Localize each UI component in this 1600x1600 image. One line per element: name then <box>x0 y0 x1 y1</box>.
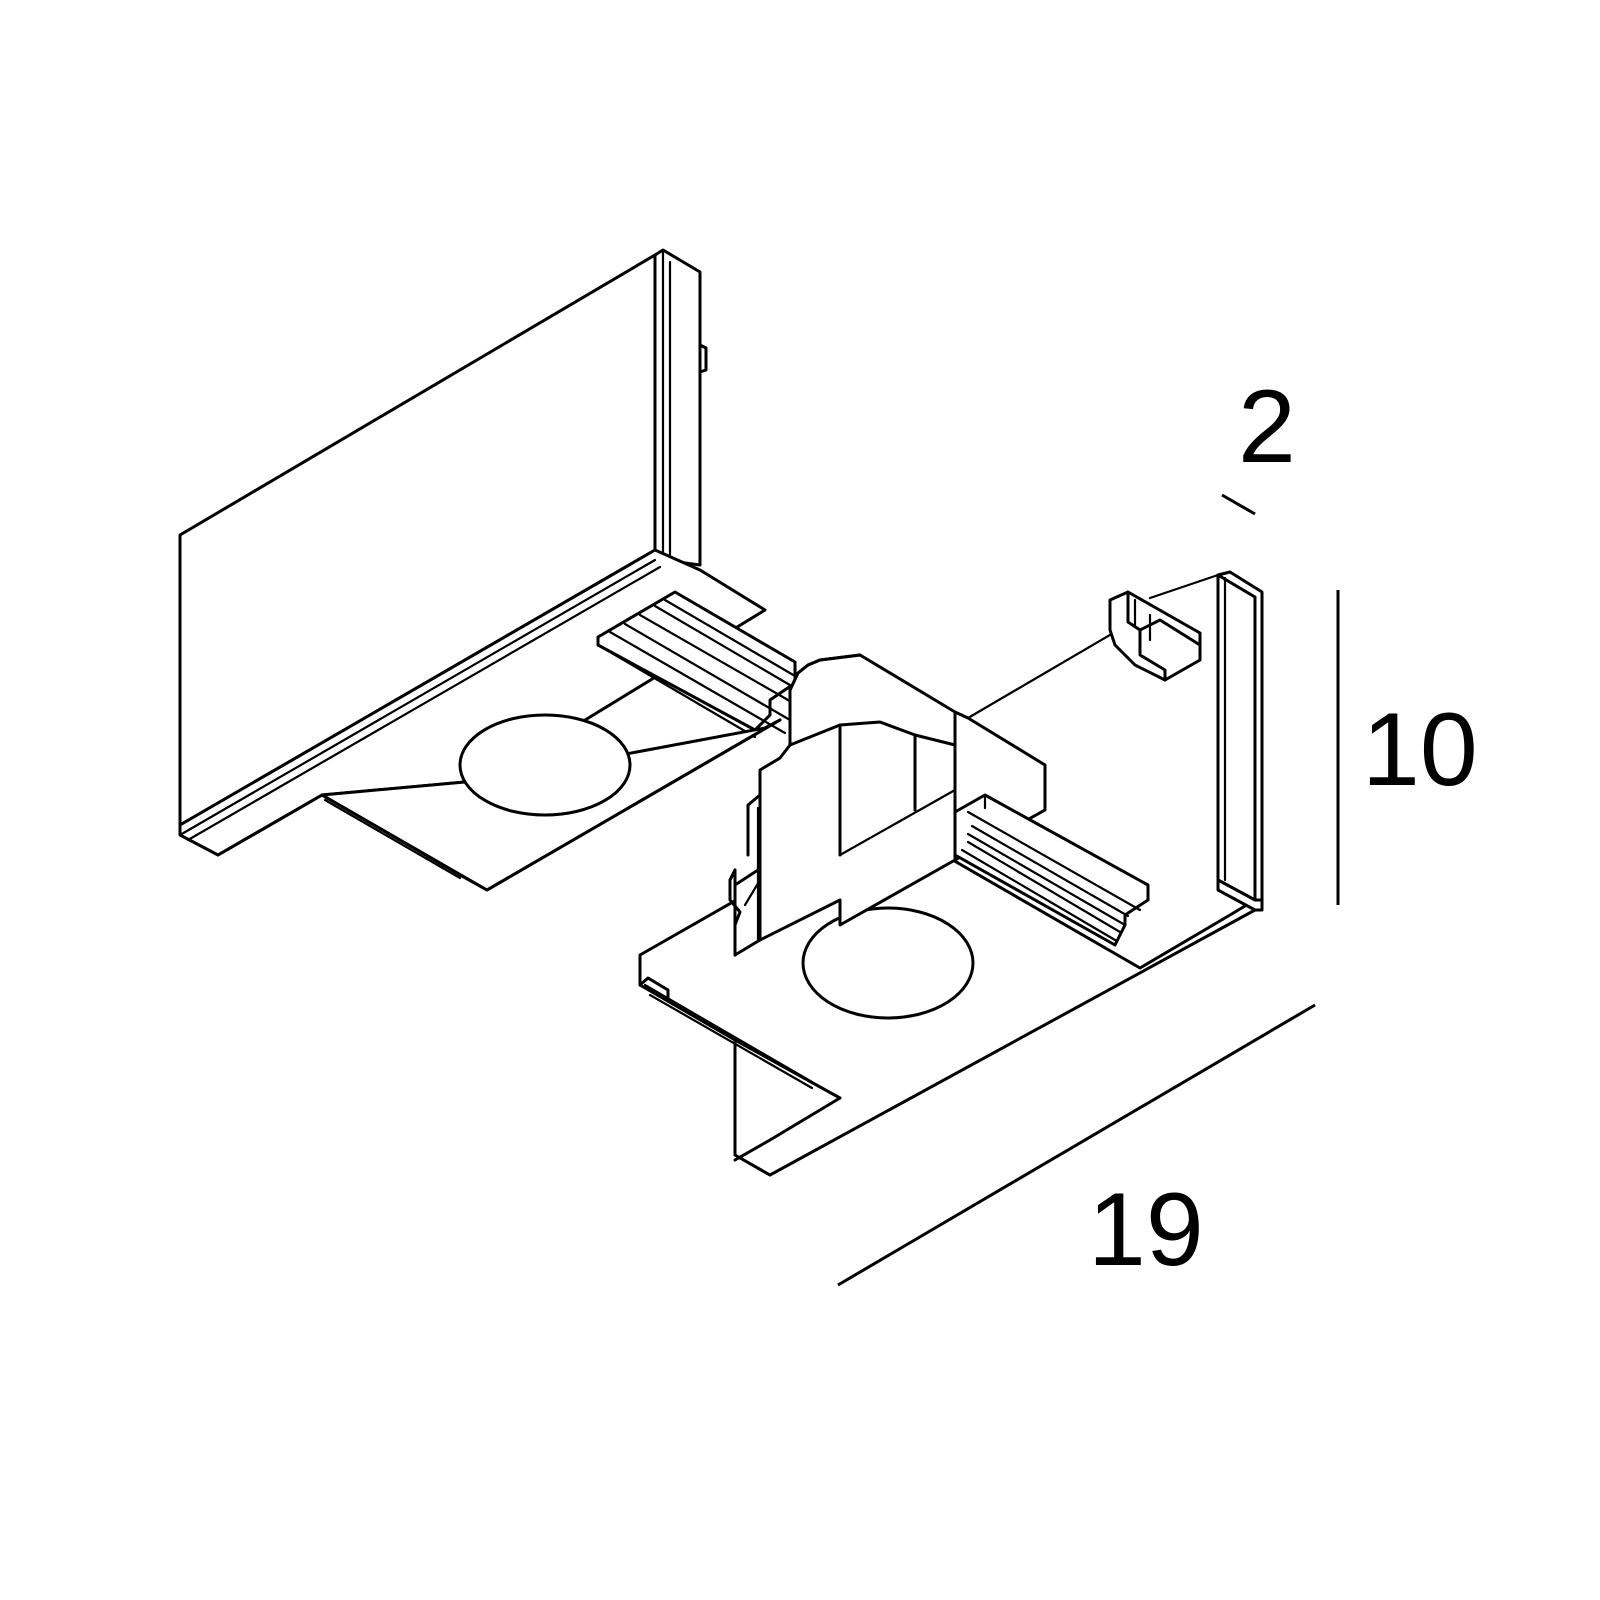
right-mounting-hole <box>801 906 975 1020</box>
right-end-wall <box>1216 570 1264 912</box>
length-dimension-line <box>837 1003 1316 1287</box>
right-top-clip <box>1108 590 1202 682</box>
right-rib-rail <box>953 793 1150 947</box>
left-end-cap <box>178 248 797 892</box>
left-rib-rail <box>596 590 797 739</box>
length-dimension-label: 19 <box>1088 1172 1204 1288</box>
thickness-dimension-label: 2 <box>1238 369 1296 485</box>
left-mounting-hole <box>458 713 632 817</box>
right-connector <box>638 570 1264 1177</box>
right-side-clip <box>728 793 762 957</box>
dimensions: 2 10 19 <box>837 369 1478 1288</box>
left-back-wall-edge <box>653 248 702 567</box>
thickness-dimension-line <box>1221 493 1256 516</box>
height-dimension-label: 10 <box>1362 692 1478 808</box>
